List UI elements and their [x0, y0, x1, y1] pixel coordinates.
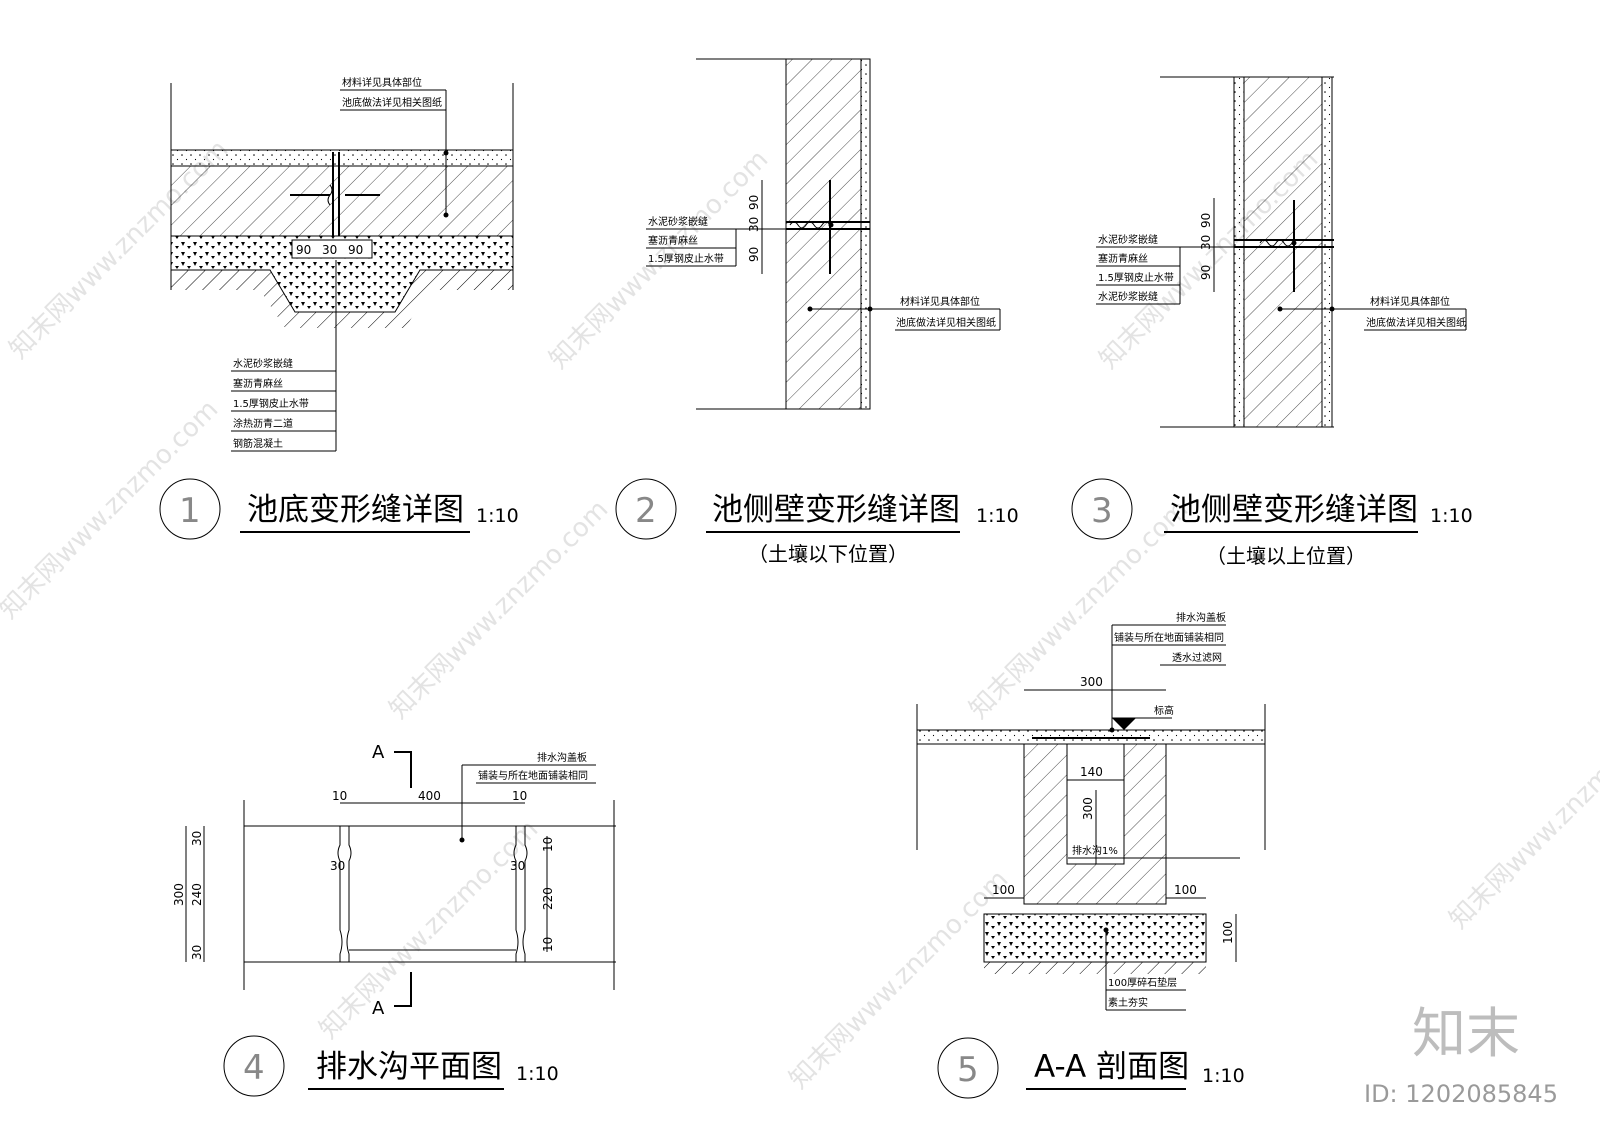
detail-4-dim: 10 — [541, 937, 555, 952]
section-mark-top: A — [372, 742, 385, 763]
detail-1-drawing: 90 30 90 材料详见具体部位 池底做法详见相关图纸 水泥砂浆嵌缝 塞沥青麻… — [170, 76, 514, 452]
detail-3-note: 1.5厚钢皮止水带 — [1098, 271, 1174, 284]
detail-4-note: 铺装与所在地面铺装相同 — [478, 769, 588, 782]
detail-1-dim: 30 — [322, 243, 337, 257]
detail-3-subtitle: （土壤以上位置） — [1206, 544, 1366, 568]
detail-5-note: 100厚碎石垫层 — [1108, 976, 1177, 989]
detail-4-dim: 30 — [190, 831, 204, 846]
detail-5-title-block: 5 A-A 剖面图 1:10 — [937, 1037, 1245, 1099]
detail-4-dim: 400 — [418, 789, 441, 803]
detail-1-note: 水泥砂浆嵌缝 — [233, 357, 293, 370]
detail-2-dim: 30 — [747, 217, 761, 232]
detail-3-note: 材料详见具体部位 — [1370, 295, 1450, 308]
detail-4-title-block: 4 排水沟平面图 1:10 — [223, 1035, 559, 1097]
detail-3-note: 水泥砂浆嵌缝 — [1098, 290, 1158, 303]
detail-2-note: 水泥砂浆嵌缝 — [648, 215, 708, 228]
detail-1-title: 池底变形缝详图 — [247, 492, 464, 528]
brand-logo: 知末 — [1412, 1002, 1520, 1065]
detail-2-note: 材料详见具体部位 — [900, 295, 980, 308]
image-id: ID: 1202085845 — [1364, 1080, 1558, 1108]
detail-2-title: 池侧壁变形缝详图 — [712, 492, 960, 528]
detail-3-number: 3 — [1091, 491, 1113, 531]
detail-5-note: 素土夯实 — [1108, 996, 1148, 1009]
watermark-text: 知末网www.znzmo.com — [784, 864, 1015, 1095]
detail-2-number: 2 — [635, 491, 657, 531]
detail-4-dim: 10 — [512, 789, 527, 803]
detail-5-dim: 100 — [1221, 921, 1235, 944]
detail-5-note: 铺装与所在地面铺装相同 — [1114, 631, 1224, 644]
detail-1-title-block: 1 池底变形缝详图 1:10 — [159, 478, 519, 540]
detail-3-drawing: 90 30 90 水泥砂浆嵌缝 塞沥青麻丝 1.5厚钢皮止水带 水泥砂浆嵌缝 材… — [1096, 76, 1467, 428]
detail-4-dim: 10 — [332, 789, 347, 803]
detail-3-note: 塞沥青麻丝 — [1098, 252, 1148, 265]
detail-1-note: 涂热沥青二道 — [233, 417, 293, 430]
detail-3-dim: 90 — [1199, 265, 1213, 280]
detail-2-note: 塞沥青麻丝 — [648, 234, 698, 247]
detail-2-subtitle: （土壤以下位置） — [748, 542, 908, 566]
detail-2-note: 池底做法详见相关图纸 — [896, 316, 996, 329]
detail-5-scale: 1:10 — [1202, 1065, 1245, 1087]
detail-1-note: 池底做法详见相关图纸 — [342, 96, 442, 109]
watermark-text: 知末网www.znzmo.com — [314, 814, 545, 1045]
detail-5-elevation: 标高 — [1154, 704, 1174, 717]
detail-4-dim: 240 — [190, 883, 204, 906]
detail-3-dim: 90 — [1199, 213, 1213, 228]
detail-4-dim: 30 — [190, 945, 204, 960]
detail-4-dim: 300 — [172, 883, 186, 906]
detail-2-dim: 90 — [747, 195, 761, 210]
detail-5-dim: 100 — [1174, 883, 1197, 897]
detail-2-dim: 90 — [747, 247, 761, 262]
detail-3-title-block: 3 池侧壁变形缝详图 1:10 （土壤以上位置） — [1071, 478, 1473, 568]
detail-5-dim: 100 — [992, 883, 1015, 897]
detail-2-title-block: 2 池侧壁变形缝详图 1:10 （土壤以下位置） — [615, 478, 1019, 566]
watermark-text: 知末网www.znzmo.com — [384, 494, 615, 725]
detail-4-scale: 1:10 — [516, 1063, 559, 1085]
detail-4-dim: 30 — [510, 859, 525, 873]
detail-4-dim: 30 — [330, 859, 345, 873]
detail-4-dim: 10 — [541, 837, 555, 852]
detail-3-note: 水泥砂浆嵌缝 — [1098, 233, 1158, 246]
detail-5-note: 透水过滤网 — [1172, 651, 1222, 664]
detail-4-title: 排水沟平面图 — [316, 1049, 502, 1085]
detail-1-dim: 90 — [348, 243, 363, 257]
detail-1-note: 1.5厚钢皮止水带 — [233, 397, 309, 410]
detail-2-scale: 1:10 — [976, 505, 1019, 527]
detail-5-title: A-A 剖面图 — [1034, 1049, 1189, 1085]
detail-3-title: 池侧壁变形缝详图 — [1170, 492, 1418, 528]
detail-5-dim: 140 — [1080, 765, 1103, 779]
detail-5-number: 5 — [957, 1050, 979, 1090]
detail-1-note: 塞沥青麻丝 — [233, 377, 283, 390]
detail-5-dim: 300 — [1081, 797, 1095, 820]
detail-1-number: 1 — [179, 491, 201, 531]
detail-3-note: 池底做法详见相关图纸 — [1366, 316, 1466, 329]
detail-2-note: 1.5厚钢皮止水带 — [648, 252, 724, 265]
detail-2-drawing: 90 30 90 水泥砂浆嵌缝 塞沥青麻丝 1.5厚钢皮止水带 材料详见具体部位… — [646, 58, 1001, 410]
detail-1-dim: 90 — [296, 243, 311, 257]
detail-4-number: 4 — [243, 1048, 265, 1088]
detail-4-drawing: A A 10 400 10 30 240 30 300 30 30 10 220… — [172, 742, 616, 1019]
detail-3-scale: 1:10 — [1430, 505, 1473, 527]
detail-1-note: 钢筋混凝土 — [233, 437, 283, 450]
watermark-text: 知末网www.znzmo.com — [1444, 704, 1600, 935]
detail-5-drawing: 标高 300 140 300 100 100 100 排水沟1% 排水沟盖板 铺… — [916, 611, 1266, 1011]
detail-5-slope: 排水沟1% — [1072, 844, 1118, 857]
detail-4-dim: 220 — [541, 887, 555, 910]
detail-5-dim: 300 — [1080, 675, 1103, 689]
detail-3-dim: 30 — [1199, 235, 1213, 250]
detail-1-scale: 1:10 — [476, 505, 519, 527]
detail-1-note: 材料详见具体部位 — [342, 76, 422, 89]
detail-5-note: 排水沟盖板 — [1176, 611, 1226, 624]
detail-4-note: 排水沟盖板 — [537, 751, 587, 764]
section-mark-bottom: A — [372, 998, 385, 1019]
